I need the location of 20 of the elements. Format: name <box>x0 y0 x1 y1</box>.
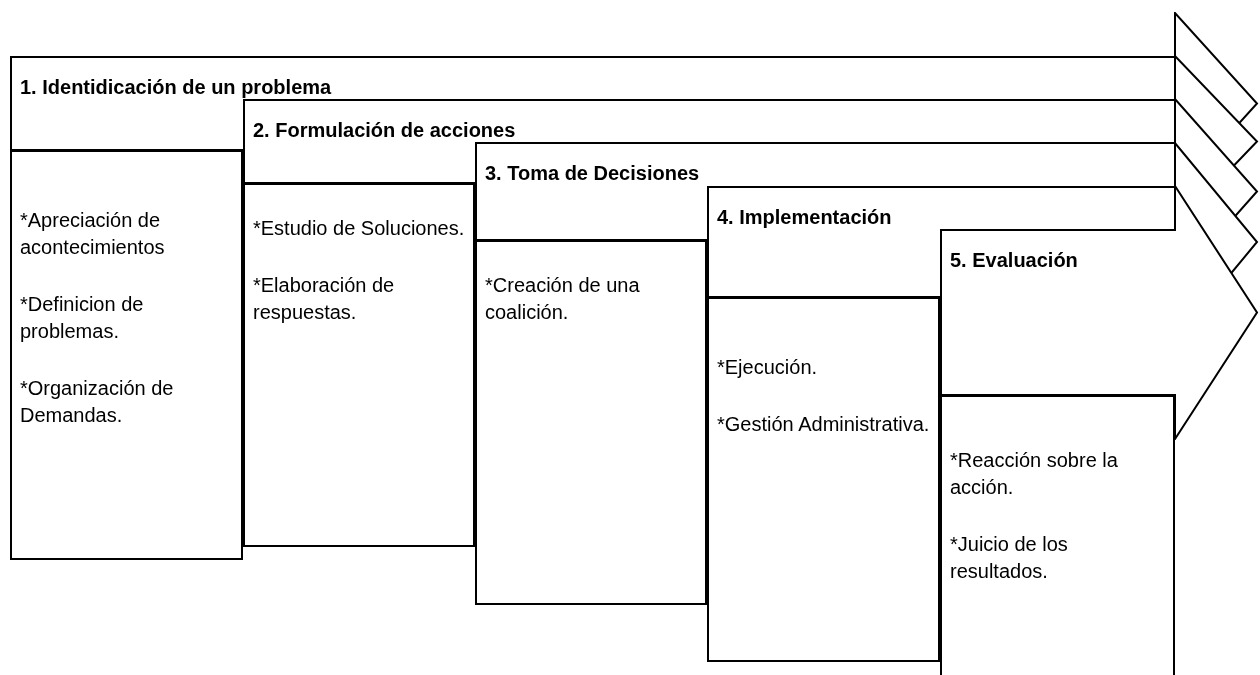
text-panel <box>707 297 940 662</box>
stage-heading: 4. Implementación <box>717 206 892 229</box>
text-panel <box>243 183 475 547</box>
stage-heading: 5. Evaluación <box>950 249 1078 272</box>
stage-heading: 2. Formulación de acciones <box>253 119 516 142</box>
bullet-text: *Elaboración de respuestas. <box>253 273 396 325</box>
bullet-text: *Creación de una coalición. <box>485 273 641 325</box>
bullet-text: *Juicio de los resultados. <box>950 532 1069 584</box>
text-panel <box>10 150 243 560</box>
bullet-text: *Definicion de problemas. <box>20 292 145 344</box>
stage-heading: 1. Identidicación de un problema <box>20 76 332 99</box>
stage-heading: 3. Toma de Decisiones <box>485 162 700 185</box>
bullet-text: *Gestión Administrativa. <box>717 412 931 437</box>
bullet-text: *Apreciación de acontecimientos <box>20 208 166 260</box>
bullet-text: *Reacción sobre la acción. <box>950 448 1119 500</box>
text-panel <box>475 240 707 605</box>
bullet-text: *Ejecución. <box>717 355 819 380</box>
bullet-text: *Estudio de Soluciones. <box>253 216 466 241</box>
text-panel <box>940 395 1175 675</box>
bullet-text: *Organización de Demandas. <box>20 376 175 428</box>
